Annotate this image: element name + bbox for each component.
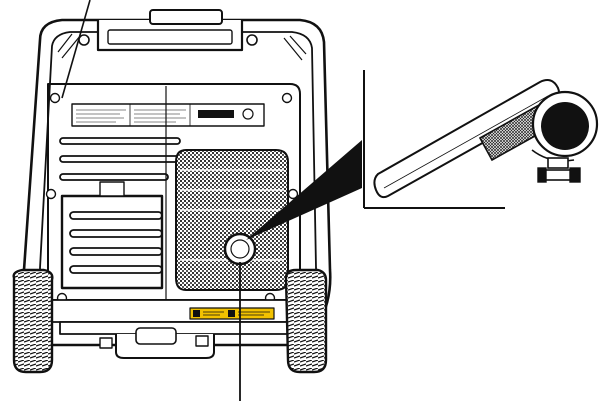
- rear-panel: [47, 83, 301, 301]
- carry-handle: [96, 20, 244, 52]
- zoom-beam: [246, 140, 362, 240]
- wheel-left: [12, 268, 54, 374]
- detail-frame: [363, 70, 505, 209]
- rear-vent-slots: [59, 137, 181, 181]
- mount-hole-top-right: [246, 34, 258, 46]
- info-label-plate: [71, 103, 265, 127]
- access-panel: [60, 181, 164, 290]
- generator-body: [12, 9, 332, 374]
- warning-label: [189, 307, 275, 320]
- top-side-vents: [57, 33, 307, 61]
- callout-leader-top: [61, 0, 91, 99]
- carry-handle-grip: [149, 9, 223, 25]
- muffler-grille: [175, 149, 289, 291]
- wheel-right: [284, 268, 328, 374]
- spark-arrestor-screen-detail: [373, 79, 599, 199]
